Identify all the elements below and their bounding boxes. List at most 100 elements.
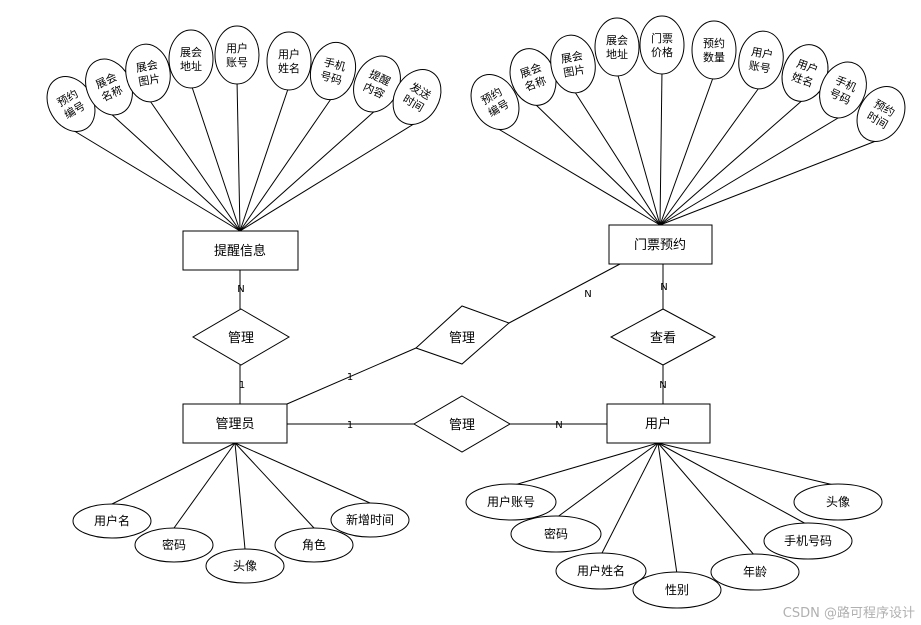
reminder-attr-9: 发送时间 xyxy=(392,69,442,125)
relation-admin-booking-label: 管理 xyxy=(449,331,475,346)
reminder-attr-connector xyxy=(239,108,378,232)
reminder-attr-connector xyxy=(70,128,241,232)
entity-user-label: 用户 xyxy=(645,416,671,432)
user-attr-1: 用户账号 xyxy=(465,483,557,521)
reminder-attr-5: 用户账号 xyxy=(214,25,260,85)
relation-admin-user: 管理 xyxy=(413,395,511,453)
booking-attr-connector xyxy=(659,69,663,226)
booking-attr-6: 预约数量 xyxy=(691,20,737,80)
admin-attr-4-label: 角色 xyxy=(302,538,326,552)
cardinality-admin-reminder: 1 xyxy=(239,380,245,391)
admin-attr-2: 密码 xyxy=(134,527,214,563)
reminder-attr-7-label-line: 号码 xyxy=(319,69,344,87)
connector-lines xyxy=(70,69,882,575)
user-attr-5-label: 年龄 xyxy=(743,565,767,579)
admin-attr-connector xyxy=(234,442,315,529)
reminder-attr-8-label: 提醒内容 xyxy=(361,68,392,102)
relation-user-booking: 查看 xyxy=(609,308,717,366)
user-attr-2: 密码 xyxy=(510,515,602,553)
user-attr-3: 用户姓名 xyxy=(555,552,647,590)
booking-attr-connector xyxy=(659,114,844,226)
reminder-attr-7-label: 手机号码 xyxy=(319,55,347,88)
booking-attr-3-label-line: 展会 xyxy=(560,49,584,66)
admin-attr-connector xyxy=(234,442,371,504)
booking-attr-7-label-line: 账号 xyxy=(748,59,772,76)
reminder-attr-4-label-line: 展会 xyxy=(180,46,202,59)
admin-attr-connector xyxy=(111,442,236,505)
user-attr-5: 年龄 xyxy=(710,553,800,591)
admin-attr-5: 新增时间 xyxy=(330,502,410,538)
booking-attr-5-label-line: 价格 xyxy=(651,45,673,59)
booking-attr-4-label-line: 地址 xyxy=(606,47,628,61)
reminder-attr-2: 展会名称 xyxy=(85,58,133,116)
reminder-attr-6-label: 用户姓名 xyxy=(278,47,300,75)
reminder-attr-4: 展会地址 xyxy=(168,29,214,89)
booking-attr-3-label-line: 图片 xyxy=(562,63,586,80)
user-attr-connector xyxy=(657,442,839,487)
booking-attr-6-label-line: 预约 xyxy=(703,37,725,50)
relation-admin-user-label: 管理 xyxy=(449,418,475,433)
reminder-attr-6-label-line: 姓名 xyxy=(278,61,300,75)
booking-attr-3-label: 展会图片 xyxy=(560,49,586,79)
booking-attr-connector xyxy=(659,138,882,226)
watermark: CSDN @路可程序设计 xyxy=(782,606,915,621)
reminder-attr-connector xyxy=(239,85,290,232)
booking-attr-3: 展会图片 xyxy=(550,34,596,94)
admin-attr-5-label: 新增时间 xyxy=(346,512,394,527)
booking-attr-connector xyxy=(659,84,762,226)
reminder-attr-5-label: 用户账号 xyxy=(226,41,248,69)
entity-reminder: 提醒信息 xyxy=(182,230,299,271)
reminder-attr-4-label-line: 地址 xyxy=(180,59,202,73)
booking-attr-7-label: 用户账号 xyxy=(748,44,775,75)
booking-attr-4: 展会地址 xyxy=(594,17,640,77)
user-attr-connector xyxy=(657,442,809,526)
booking-attr-7-label-line: 用户 xyxy=(750,44,774,62)
booking-attr-connector xyxy=(532,101,661,226)
user-attr-connector xyxy=(510,442,659,487)
booking-attr-connector xyxy=(659,74,715,226)
booking-attr-10: 预约时间 xyxy=(856,86,906,142)
user-attr-2-label: 密码 xyxy=(544,526,568,541)
booking-attr-5-label: 门票价格 xyxy=(651,31,673,59)
user-attr-4-label: 性别 xyxy=(665,583,689,597)
entity-ticket-booking: 门票预约 xyxy=(608,224,713,265)
cardinality-user-admin: N xyxy=(555,420,562,431)
user-attr-connector xyxy=(657,442,678,575)
relation-admin-reminder-label: 管理 xyxy=(228,331,254,346)
reminder-attr-connector xyxy=(190,83,241,232)
entity-ticket-booking-label: 门票预约 xyxy=(634,238,686,253)
relation-admin-booking: 管理 xyxy=(415,305,510,365)
reminder-attr-connector xyxy=(239,95,334,232)
cardinality-admin-booking: 1 xyxy=(347,372,353,383)
cardinality-booking-admin: N xyxy=(584,289,591,300)
booking-attr-2: 展会名称 xyxy=(509,48,557,106)
admin-attr-1: 用户名 xyxy=(72,503,152,539)
booking-attr-5-label-line: 门票 xyxy=(651,31,673,45)
booking-attr-connector xyxy=(616,71,661,226)
entity-admin: 管理员 xyxy=(182,403,288,444)
admin-booking-connector-2 xyxy=(508,263,621,324)
booking-attr-1: 预约编号 xyxy=(470,74,520,130)
reminder-attr-5-label-line: 账号 xyxy=(226,56,248,69)
user-attr-6-label: 手机号码 xyxy=(784,534,832,548)
user-attr-7-label: 头像 xyxy=(826,495,850,509)
entity-reminder-label: 提醒信息 xyxy=(214,243,266,259)
booking-attr-6-label-line: 数量 xyxy=(703,51,725,64)
user-attr-connector xyxy=(657,442,756,557)
admin-attr-2-label: 密码 xyxy=(162,537,186,552)
relation-user-booking-label: 查看 xyxy=(650,330,676,346)
reminder-attr-connector xyxy=(239,121,418,232)
reminder-attr-8: 提醒内容 xyxy=(353,55,401,113)
booking-attr-9: 手机号码 xyxy=(819,61,867,119)
reminder-attr-connector xyxy=(147,97,241,232)
reminder-attr-connector xyxy=(108,111,241,232)
user-attr-6: 手机号码 xyxy=(763,522,853,560)
relation-admin-reminder: 管理 xyxy=(192,308,290,366)
booking-attr-8: 用户姓名 xyxy=(781,44,829,102)
reminder-attr-6: 用户姓名 xyxy=(266,31,312,91)
reminder-attr-3-label: 展会图片 xyxy=(135,58,161,88)
reminder-attr-3-label-line: 图片 xyxy=(137,72,161,89)
booking-attr-6-label: 预约数量 xyxy=(703,37,725,64)
booking-attr-4-label-line: 展会 xyxy=(606,34,628,47)
